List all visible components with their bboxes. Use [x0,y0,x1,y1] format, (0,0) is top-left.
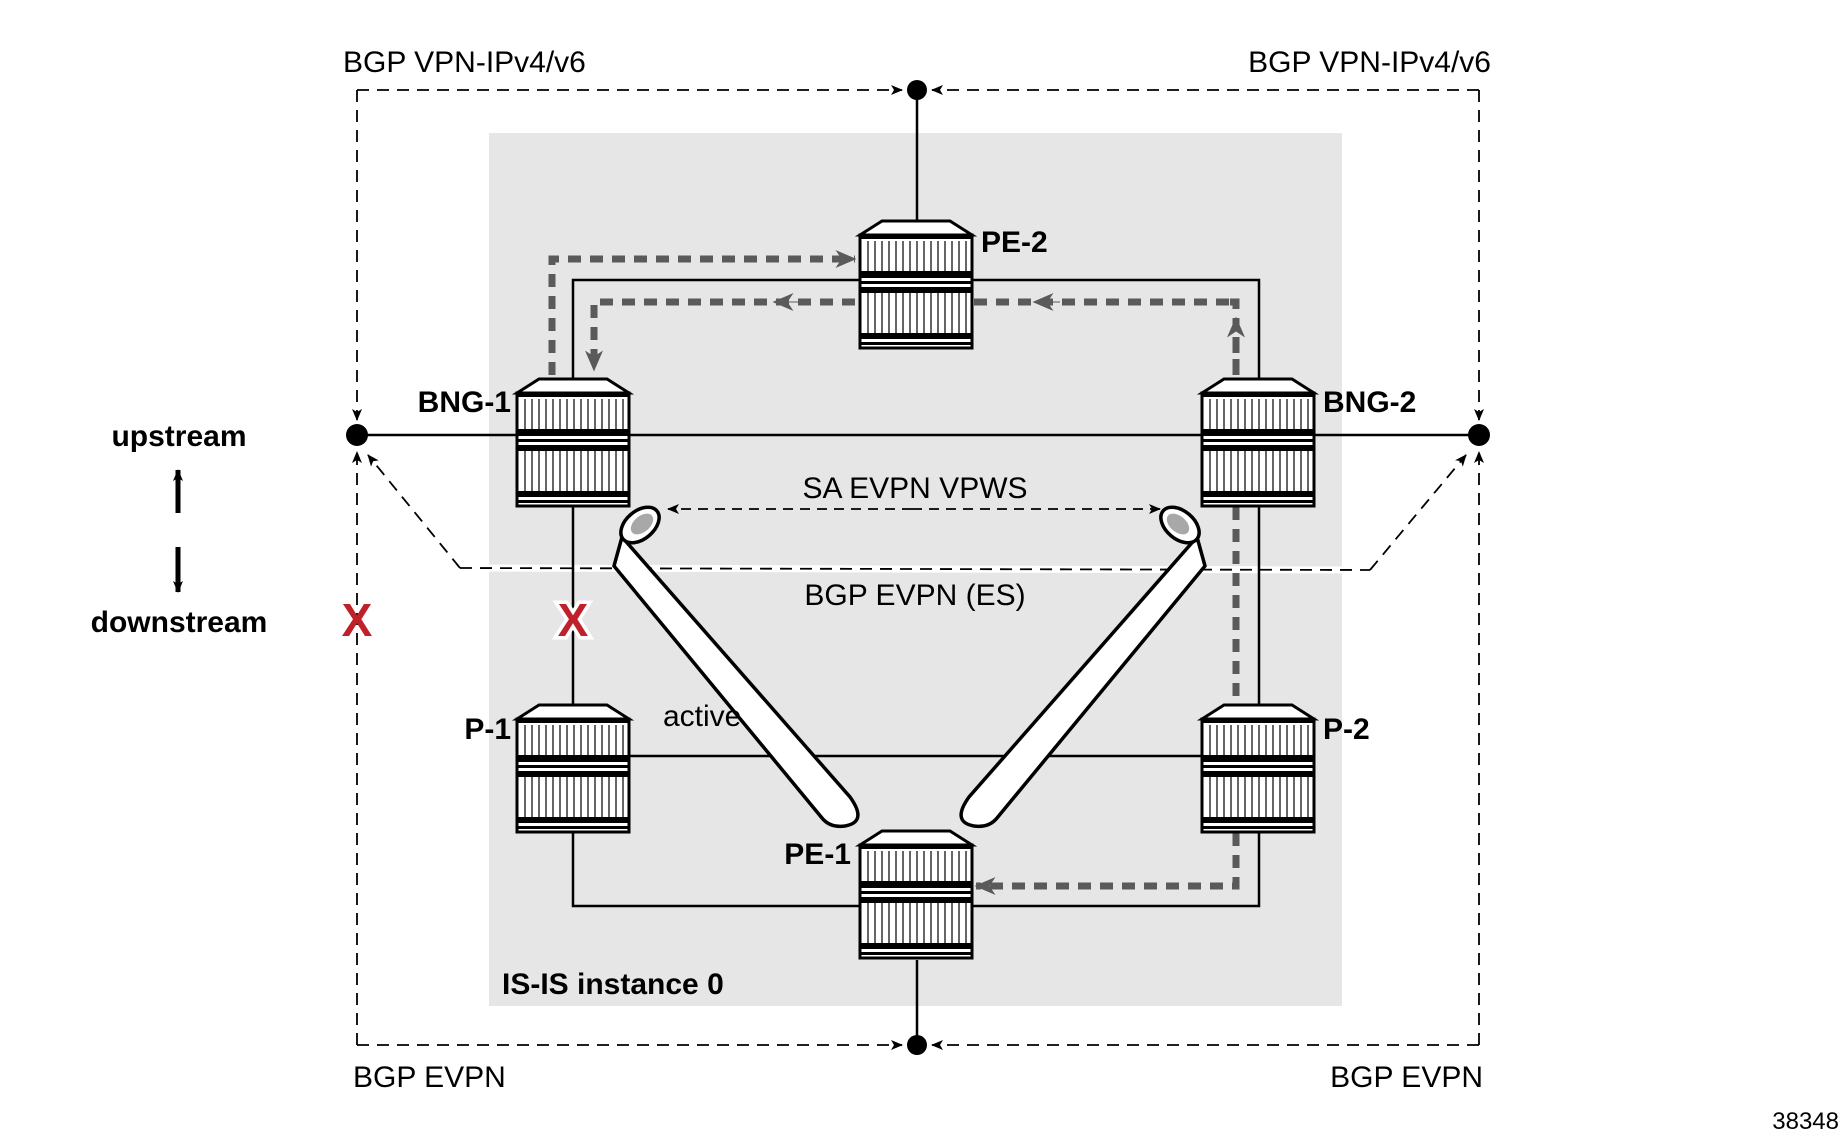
endpoint-right [1468,424,1490,446]
label-figure-id: 38348 [1772,1108,1839,1135]
label-active: active [663,700,741,733]
physical-links [357,90,1479,1045]
label-bgp-vpn-right: BGP VPN-IPv4/v6 [1248,46,1491,79]
router-p-1[interactable] [515,703,631,834]
node-label-bng-2: BNG-2 [1323,386,1416,419]
endpoint-top [907,80,927,100]
failure-mark-link: X [558,594,589,646]
label-downstream: downstream [91,606,268,639]
router-bng-2[interactable] [1200,377,1316,508]
label-isis-region: IS-IS instance 0 [502,968,724,1001]
node-label-p-1: P-1 [464,713,511,746]
router-p-2[interactable] [1200,703,1316,834]
node-label-pe-1: PE-1 [784,838,851,871]
label-bgp-evpn-right: BGP EVPN [1330,1061,1483,1094]
failure-mark-link-halo: X [558,594,589,646]
tunnel-left [612,505,860,829]
traffic-path [548,250,1245,895]
label-bgp-evpn-es: BGP EVPN (ES) [804,579,1025,612]
bgp-vpn-sessions [352,85,1484,421]
bgp-evpn-es-right-arrow [1369,454,1467,571]
router-pe-1[interactable] [858,829,974,960]
failure-mark-bgp: X [342,594,373,646]
router-pe-2[interactable] [858,219,974,350]
label-bgp-vpn-left: BGP VPN-IPv4/v6 [343,46,586,79]
endpoint-left [346,424,368,446]
bgp-evpn-es-path [459,567,1371,571]
bgp-evpn-es-left-arrow [367,454,461,569]
node-label-p-2: P-2 [1323,713,1370,746]
bgp-evpn-sessions [352,451,1484,1050]
bgp-evpn-es-halo [459,564,1371,574]
endpoint-bottom [907,1035,927,1055]
label-sa-evpn-vpws: SA EVPN VPWS [802,472,1027,505]
node-label-bng-1: BNG-1 [418,386,511,419]
label-upstream: upstream [111,420,246,453]
router-bng-1[interactable] [515,377,631,508]
label-bgp-evpn-left: BGP EVPN [353,1061,506,1094]
tunnel-right [959,505,1207,829]
node-label-pe-2: PE-2 [981,226,1048,259]
